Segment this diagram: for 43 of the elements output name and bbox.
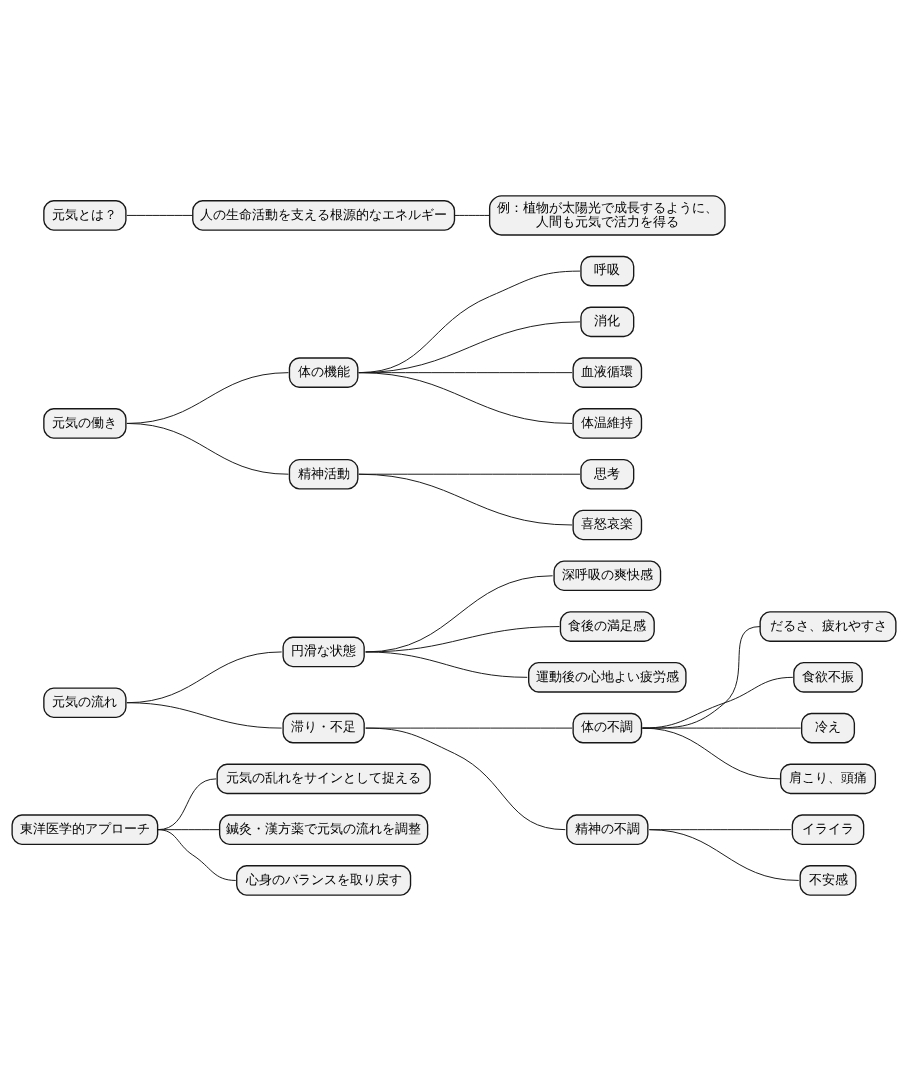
- node-box: 体の不調: [572, 712, 643, 743]
- node-box: 例：植物が太陽光で成長するように、人間も元気で活力を得る: [488, 194, 726, 236]
- connector: [126, 214, 194, 216]
- connector: [126, 701, 283, 729]
- node-box: 運動後の心地よい疲労感: [528, 661, 687, 693]
- node-box: 人の生命活動を支える根源的なエネルギー: [192, 199, 456, 231]
- connector: [365, 650, 528, 678]
- node-box: イライラ: [791, 813, 865, 845]
- node-box: 円滑な状態: [282, 636, 365, 667]
- node-box: 食後の満足感: [559, 610, 655, 642]
- node-box: 元気とは？: [43, 199, 127, 231]
- node-box: だるさ、疲れやすさ: [759, 610, 897, 642]
- node-box: 心身のバランスを取り戻す: [236, 864, 412, 896]
- node-box: 肩こり、頭痛: [779, 763, 877, 794]
- connector: [454, 214, 491, 216]
- node-box: 喜怒哀楽: [572, 509, 643, 540]
- node-box: 元気の働き: [43, 407, 127, 439]
- node-box: 不安感: [799, 864, 857, 896]
- connector: [157, 828, 237, 881]
- node-box: 精神の不調: [566, 813, 649, 845]
- connector: [365, 727, 573, 729]
- node-box: 体温維持: [572, 407, 643, 439]
- node-box: 元気の流れ: [43, 686, 127, 718]
- node-box: 食欲不振: [793, 661, 863, 693]
- node-box: 消化: [580, 306, 635, 337]
- node-box: 血液循環: [572, 356, 643, 388]
- node-box: 元気の乱れをサインとして捉える: [216, 763, 431, 794]
- node-box: 東洋医学的アプローチ: [11, 813, 159, 845]
- connector: [358, 371, 573, 424]
- node-box: 思考: [580, 458, 635, 490]
- connector: [648, 828, 800, 881]
- node-box: 冷え: [800, 712, 856, 743]
- connector: [358, 473, 573, 525]
- connector: [126, 422, 289, 475]
- connector: [365, 727, 566, 830]
- node-box: 体の機能: [288, 356, 359, 388]
- node-box: 精神活動: [288, 458, 359, 490]
- connector: [642, 727, 802, 729]
- node-box: 深呼吸の爽快感: [553, 559, 662, 591]
- node-box: 鍼灸・漢方薬で元気の流れを調整: [218, 813, 429, 845]
- node-box: 呼吸: [580, 255, 635, 286]
- connector: [642, 727, 781, 779]
- node-box: 滞り・不足: [282, 712, 365, 743]
